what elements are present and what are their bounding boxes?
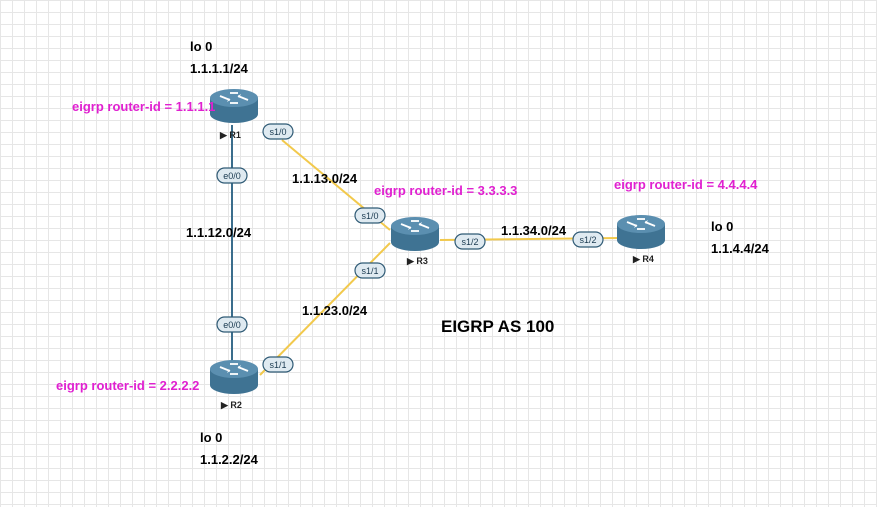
- diagram-title: EIGRP AS 100: [441, 317, 554, 336]
- router-r2[interactable]: ▶ R2: [209, 359, 259, 410]
- interface-label: e0/0: [223, 171, 241, 181]
- interface-label: s1/1: [269, 360, 286, 370]
- r1-loopback-name: lo 0: [190, 39, 212, 54]
- network-label-r1-r2: 1.1.12.0/24: [186, 225, 252, 240]
- r3-router-id: eigrp router-id = 3.3.3.3: [374, 183, 517, 198]
- r4-loopback-addr: 1.1.4.4/24: [711, 241, 770, 256]
- router-r1-label: ▶ R1: [219, 130, 241, 140]
- interface-label: s1/2: [579, 235, 596, 245]
- interface-badge-r1-s1-0[interactable]: s1/0: [262, 123, 294, 140]
- router-icon: [209, 359, 259, 395]
- r2-loopback-addr: 1.1.2.2/24: [200, 452, 259, 467]
- router-r2-label: ▶ R2: [220, 400, 242, 410]
- interface-label: s1/0: [269, 127, 286, 137]
- network-label-r2-r3: 1.1.23.0/24: [302, 303, 368, 318]
- interface-badge-r4-s1-2[interactable]: s1/2: [572, 231, 604, 248]
- interface-label: s1/0: [361, 211, 378, 221]
- interface-label: s1/1: [361, 266, 378, 276]
- r1-router-id: eigrp router-id = 1.1.1.1: [72, 99, 215, 114]
- r4-router-id: eigrp router-id = 4.4.4.4: [614, 177, 758, 192]
- network-label-r1-r3: 1.1.13.0/24: [292, 171, 358, 186]
- r2-loopback-name: lo 0: [200, 430, 222, 445]
- interface-label: e0/0: [223, 320, 241, 330]
- router-r3-label: ▶ R3: [406, 256, 428, 266]
- router-icon: [209, 88, 259, 124]
- router-icon: [390, 216, 440, 252]
- r1-loopback-addr: 1.1.1.1/24: [190, 61, 249, 76]
- interface-label: s1/2: [461, 237, 478, 247]
- router-r4-label: ▶ R4: [632, 254, 654, 264]
- interface-badge-r1-e0-0[interactable]: e0/0: [216, 167, 248, 184]
- interface-badge-r2-s1-1[interactable]: s1/1: [262, 356, 294, 373]
- interface-badge-r3-s1-1[interactable]: s1/1: [354, 262, 386, 279]
- router-icon: [616, 214, 666, 250]
- r2-router-id: eigrp router-id = 2.2.2.2: [56, 378, 199, 393]
- router-r1[interactable]: ▶ R1: [209, 88, 259, 140]
- interface-badge-r3-s1-2[interactable]: s1/2: [454, 233, 486, 250]
- r4-loopback-name: lo 0: [711, 219, 733, 234]
- router-r4[interactable]: ▶ R4: [616, 214, 666, 264]
- router-r3[interactable]: ▶ R3: [390, 216, 440, 266]
- network-label-r3-r4: 1.1.34.0/24: [501, 223, 567, 238]
- interface-badge-r3-s1-0[interactable]: s1/0: [354, 207, 386, 224]
- interface-badge-r2-e0-0[interactable]: e0/0: [216, 316, 248, 333]
